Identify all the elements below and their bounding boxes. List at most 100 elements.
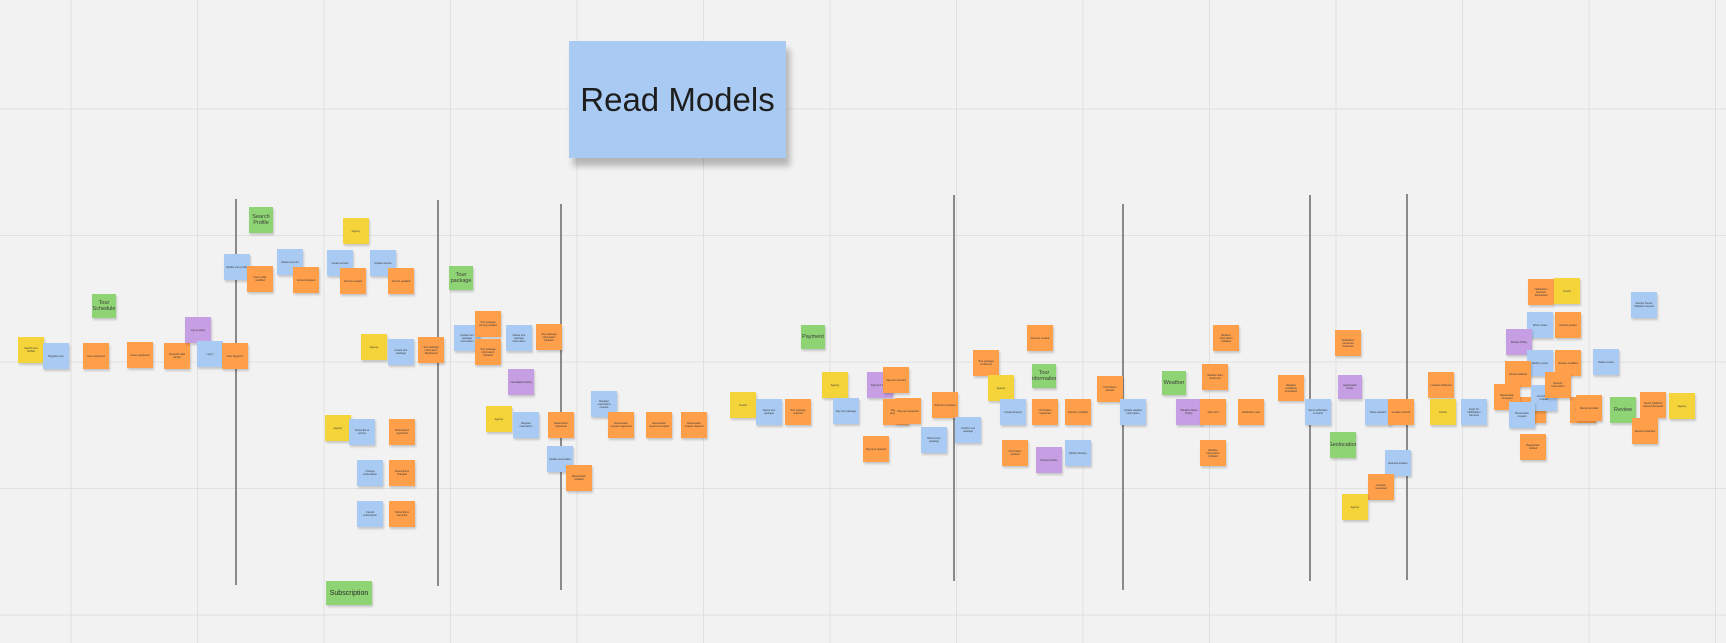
- sticky-note-orange[interactable]: Location requested: [1368, 474, 1394, 500]
- sticky-note-orange[interactable]: Location shared: [1388, 399, 1414, 425]
- sticky-note-purple[interactable]: Weather Alerts Policy: [1176, 399, 1202, 425]
- sticky-note-orange[interactable]: Weather conditions forecasted: [1278, 375, 1304, 401]
- sticky-note-orange[interactable]: Reservation request accepted: [646, 412, 672, 438]
- sticky-note-orange[interactable]: Payment rejected: [863, 436, 889, 462]
- sticky-note-orange[interactable]: Tour package pricing updated: [475, 311, 501, 337]
- sticky-note-blue[interactable]: Change subscription: [357, 460, 383, 486]
- sticky-note-yellow[interactable]: Agency: [822, 372, 848, 398]
- sticky-note-green[interactable]: Tour package: [449, 266, 473, 290]
- sticky-note-orange[interactable]: Reservation request registered: [608, 412, 634, 438]
- sticky-note-blue[interactable]: Subscribe to service: [349, 419, 375, 445]
- sticky-note-blue[interactable]: Modify user profile: [224, 254, 250, 280]
- sticky-note-orange[interactable]: Tourist Statistics request Received: [1640, 392, 1666, 418]
- sticky-note-green[interactable]: Payment: [801, 325, 825, 349]
- sticky-note-orange[interactable]: Tour package information Registered: [418, 337, 444, 363]
- sticky-note-orange[interactable]: Personal data stored: [164, 343, 190, 369]
- sticky-note-blue[interactable]: Refund tour package: [921, 427, 947, 453]
- sticky-note-blue[interactable]: Confirm tour package: [955, 417, 981, 443]
- sticky-note-blue[interactable]: Update weather information: [1120, 399, 1146, 425]
- sticky-note-orange[interactable]: Itinerary created: [1027, 325, 1053, 351]
- sticky-note-purple[interactable]: Cancellation Policy: [508, 369, 534, 395]
- sticky-note-orange[interactable]: Service created: [340, 268, 366, 294]
- sticky-note-orange[interactable]: Review modified: [1555, 350, 1581, 376]
- sticky-note-yellow[interactable]: Search tour trip/fair: [18, 337, 44, 363]
- sticky-note-orange[interactable]: User registered: [83, 343, 109, 369]
- sticky-note-green[interactable]: Tour Schedule: [92, 294, 116, 318]
- sticky-note-yellow[interactable]: Tourist: [1430, 399, 1456, 425]
- sticky-note-orange[interactable]: Notification Services Requested: [1528, 279, 1554, 305]
- sticky-note-orange[interactable]: User logged in: [222, 343, 248, 369]
- sticky-note-orange[interactable]: Reservation updated: [566, 465, 592, 491]
- sticky-note-yellow[interactable]: Agency: [988, 375, 1014, 401]
- sticky-note-yellow[interactable]: Tourist: [1554, 278, 1580, 304]
- sticky-note-orange[interactable]: Alert sent: [1200, 399, 1226, 425]
- sticky-note-purple[interactable]: Itinerary Policy: [1036, 447, 1062, 473]
- sticky-note-blue[interactable]: Register user: [43, 343, 69, 369]
- sticky-note-yellow[interactable]: Agency: [1669, 393, 1695, 419]
- sticky-note-yellow[interactable]: Agency: [361, 334, 387, 360]
- sticky-note-orange[interactable]: Registration notified: [1520, 434, 1546, 460]
- sticky-note-orange[interactable]: Tour package selected: [785, 399, 811, 425]
- sticky-note-orange[interactable]: Weather alert Delivered: [1202, 364, 1228, 390]
- sticky-note-orange[interactable]: Itinerary modified: [1065, 399, 1091, 425]
- sticky-note-orange[interactable]: Tour package information Deleted: [536, 324, 562, 350]
- sticky-note-yellow[interactable]: Tourist: [730, 392, 756, 418]
- sticky-note-blue[interactable]: Review Tourist Statistics request: [1631, 292, 1657, 318]
- sticky-note-orange[interactable]: Service updated: [388, 268, 414, 294]
- sticky-note-orange[interactable]: Notification sent/read Delivered: [1335, 330, 1361, 356]
- sticky-note-orange[interactable]: Reservation request rejected: [681, 412, 707, 438]
- sticky-note-yellow[interactable]: Agency: [343, 218, 369, 244]
- sticky-note-orange[interactable]: Review posted: [1555, 312, 1581, 338]
- sticky-note-green[interactable]: Geolocation: [1330, 432, 1356, 458]
- sticky-note-blue[interactable]: Share location: [1365, 399, 1391, 425]
- sticky-note-orange[interactable]: Subscription changed: [389, 460, 415, 486]
- sticky-note-green[interactable]: Tour Information: [1032, 364, 1056, 388]
- sticky-note-orange[interactable]: Itinerary Information: [1545, 372, 1571, 398]
- sticky-note-orange[interactable]: Review published: [1632, 418, 1658, 444]
- sticky-note-orange[interactable]: Account deleted: [293, 267, 319, 293]
- sticky-note-orange[interactable]: Guest registered: [127, 342, 153, 368]
- sticky-note-blue[interactable]: Log in: [197, 341, 223, 367]
- sticky-note-green[interactable]: Weather: [1162, 371, 1186, 395]
- read-models-title-note[interactable]: Read Models: [569, 41, 786, 158]
- sticky-note-orange[interactable]: Payment accepted: [895, 398, 921, 424]
- sticky-note-orange[interactable]: Subscription canceled: [389, 501, 415, 527]
- sticky-note-orange[interactable]: Review deleted: [1505, 361, 1531, 387]
- sticky-note-yellow[interactable]: Agency: [325, 415, 351, 441]
- sticky-note-orange[interactable]: Information deleted: [1097, 376, 1123, 402]
- sticky-note-orange[interactable]: Payment refused: [883, 367, 909, 393]
- sticky-note-yellow[interactable]: Agency: [486, 406, 512, 432]
- sticky-note-orange[interactable]: Subscription registered: [389, 419, 415, 445]
- sticky-note-yellow[interactable]: Agency: [1342, 494, 1368, 520]
- sticky-note-orange[interactable]: User profile modified: [247, 266, 273, 292]
- sticky-note-blue[interactable]: Select tour package: [756, 399, 782, 425]
- sticky-note-blue[interactable]: Delete tour package information: [506, 325, 532, 351]
- sticky-note-blue[interactable]: Register reservation: [513, 412, 539, 438]
- sticky-note-orange[interactable]: Tour package information Updated: [475, 339, 501, 365]
- subscription-label-note[interactable]: Subscription: [326, 581, 372, 605]
- sticky-note-blue[interactable]: Create tour package: [388, 339, 414, 365]
- sticky-note-orange[interactable]: Rating recorded: [1576, 395, 1602, 421]
- sticky-note-purple[interactable]: Geolocation Policy: [1338, 375, 1362, 399]
- sticky-note-orange[interactable]: Information registered: [1032, 399, 1058, 425]
- sticky-note-blue[interactable]: Modify itinerary: [1065, 440, 1091, 466]
- sticky-note-purple[interactable]: Log in policy: [185, 317, 211, 343]
- sticky-note-blue[interactable]: Modify review: [1527, 350, 1553, 376]
- sticky-note-blue[interactable]: Apply for Notification Services: [1461, 399, 1487, 425]
- sticky-note-blue[interactable]: Delete review: [1593, 349, 1619, 375]
- sticky-note-blue[interactable]: Request location: [1385, 450, 1411, 476]
- sticky-note-orange[interactable]: Weather information Updated: [1213, 325, 1239, 351]
- sticky-note-blue[interactable]: Create itinerary: [1000, 399, 1026, 425]
- sticky-note-green[interactable]: Review: [1610, 397, 1636, 423]
- sticky-note-blue[interactable]: Send notification to tourist: [1305, 399, 1331, 425]
- sticky-note-blue[interactable]: Cancel subscription: [357, 501, 383, 527]
- sticky-note-orange[interactable]: Tour package confirmed: [973, 350, 999, 376]
- sticky-note-green[interactable]: Search Profile: [249, 207, 273, 233]
- sticky-note-orange[interactable]: Weather Information Updated: [1200, 440, 1226, 466]
- sticky-note-orange[interactable]: Information updated: [1002, 440, 1028, 466]
- sticky-note-blue[interactable]: Pay tour package: [833, 398, 859, 424]
- sticky-note-orange[interactable]: Location Obtained: [1428, 372, 1454, 398]
- sticky-note-orange[interactable]: Reservation registered: [548, 412, 574, 438]
- sticky-note-orange[interactable]: Refund completed: [932, 392, 958, 418]
